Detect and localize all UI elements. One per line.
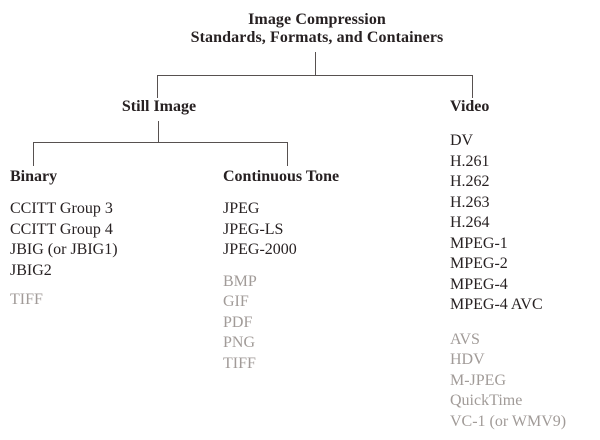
list-item: M-JPEG <box>450 371 507 389</box>
title-line-2: Standards, Formats, and Containers <box>190 29 444 46</box>
list-item: JPEG-2000 <box>223 241 297 258</box>
list-item: JPEG <box>223 200 260 217</box>
binary-formats-list: TIFF <box>10 290 118 311</box>
list-item: MPEG-4 <box>450 275 508 293</box>
list-item: DV <box>450 132 474 149</box>
group-label-continuous-tone: Continuous Tone <box>223 168 340 185</box>
list-item: QuickTime <box>450 392 523 409</box>
group-label-binary: Binary <box>10 168 58 185</box>
column-binary: Binary CCITT Group 3 CCITT Group 4 JBIG (o… <box>10 168 118 311</box>
list-item: H.262 <box>450 173 490 190</box>
list-item: H.261 <box>450 152 490 170</box>
connector-title-stem <box>315 52 316 76</box>
list-item: CCITT Group 4 <box>10 220 113 238</box>
list-item: H.263 <box>450 193 490 211</box>
connector-still-image-drop <box>157 75 158 98</box>
list-item: JPEG-LS <box>223 220 284 238</box>
list-item: CCITT Group 3 <box>10 200 113 217</box>
list-item: TIFF <box>10 291 43 308</box>
connector-still-image-stem <box>158 121 159 143</box>
binary-standards-list: CCITT Group 3 CCITT Group 4 JBIG (or JBIG1… <box>10 199 118 281</box>
connector-level2-horizontal <box>33 142 288 143</box>
list-item: JBIG2 <box>10 261 52 279</box>
list-item: H.264 <box>450 214 490 231</box>
list-item: MPEG-4 AVC <box>450 296 543 313</box>
list-item: GIF <box>223 293 249 310</box>
list-item: AVS <box>450 330 480 348</box>
diagram-title: Image Compression Standards, Formats, an… <box>191 11 444 47</box>
connector-binary-drop <box>33 142 34 166</box>
list-item: HDV <box>450 351 485 368</box>
list-item: MPEG-1 <box>450 234 508 252</box>
connector-continuous-tone-drop <box>287 142 288 166</box>
branch-label-video: Video <box>450 98 490 115</box>
branch-label-still-image: Still Image <box>121 98 197 115</box>
continuous-tone-standards-list: JPEG JPEG-LS JPEG-2000 <box>223 199 339 261</box>
list-item: JBIG (or JBIG1) <box>10 241 118 258</box>
list-item: VC-1 (or WMV9) <box>450 412 567 430</box>
list-item: PDF <box>223 313 253 331</box>
continuous-tone-formats-list: BMP GIF PDF PNG TIFF <box>223 272 339 375</box>
column-continuous-tone: Continuous Tone JPEG JPEG-LS JPEG-2000 BMP… <box>223 168 339 374</box>
list-item: PNG <box>223 334 256 351</box>
title-line-1: Image Compression <box>248 11 386 28</box>
connector-video-drop <box>472 75 473 98</box>
connector-level1-horizontal <box>157 75 473 76</box>
list-item: TIFF <box>223 354 256 372</box>
list-item: BMP <box>223 272 257 290</box>
list-item: MPEG-2 <box>450 255 508 272</box>
